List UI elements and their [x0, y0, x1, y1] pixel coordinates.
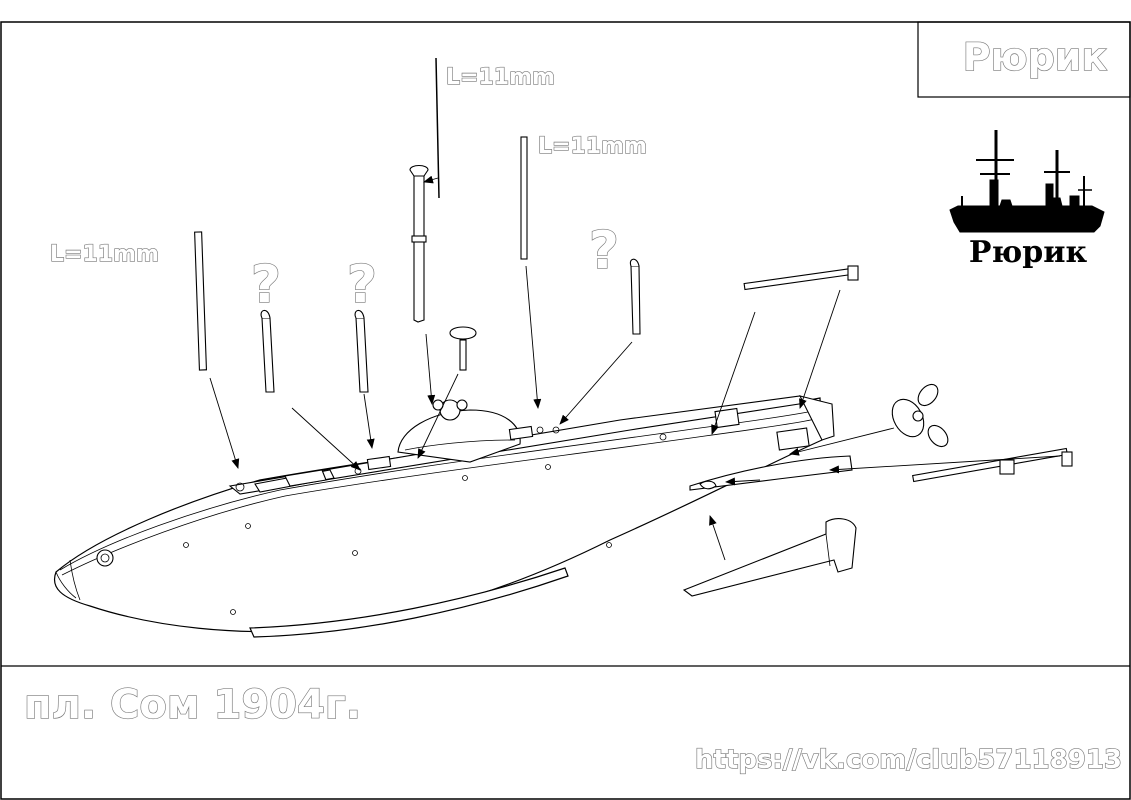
rudder-blade [682, 518, 857, 597]
mast-parts [194, 57, 641, 393]
brand-title: Рюрик [963, 35, 1108, 79]
logo: Рюрик [949, 130, 1105, 270]
mast-left [194, 231, 208, 371]
hook-part-1 [261, 317, 275, 393]
hatch-4 [714, 407, 740, 429]
shaft-lower [912, 447, 1068, 483]
length-label-right: L=11mm [538, 134, 647, 159]
hull-keel [249, 567, 569, 638]
question-mark-2: ? [347, 255, 377, 315]
stern-block [776, 427, 810, 451]
question-mark-1: ? [251, 255, 281, 315]
assembly-arrows [209, 175, 1061, 561]
question-mark-3: ? [589, 221, 619, 281]
periscope-tube [413, 171, 425, 323]
hook-part-2 [355, 317, 369, 393]
hatch-2 [284, 469, 327, 487]
sheet-frame [0, 21, 1131, 800]
stern-section [798, 395, 835, 441]
mast-right [520, 136, 528, 260]
source-url[interactable]: https://vk.com/club57118913 [694, 744, 1122, 775]
hull-body [53, 397, 823, 633]
length-label-left: L=11mm [50, 242, 159, 267]
length-label-top: L=11mm [446, 65, 555, 90]
propeller [891, 383, 949, 448]
hatch-5 [366, 455, 392, 471]
brand-box [917, 21, 1131, 98]
shaft-upper [743, 267, 853, 291]
cruiser-silhouette-icon [949, 130, 1105, 233]
model-title: пл. Сом 1904г. [24, 682, 361, 728]
hatch-3 [508, 425, 534, 441]
submarine-hull [53, 395, 835, 638]
bow-eye [96, 549, 114, 567]
hook-part-3 [630, 265, 641, 335]
logo-label: Рюрик [969, 235, 1088, 270]
mast-top-thin [435, 57, 440, 199]
vent-cap [449, 326, 477, 340]
